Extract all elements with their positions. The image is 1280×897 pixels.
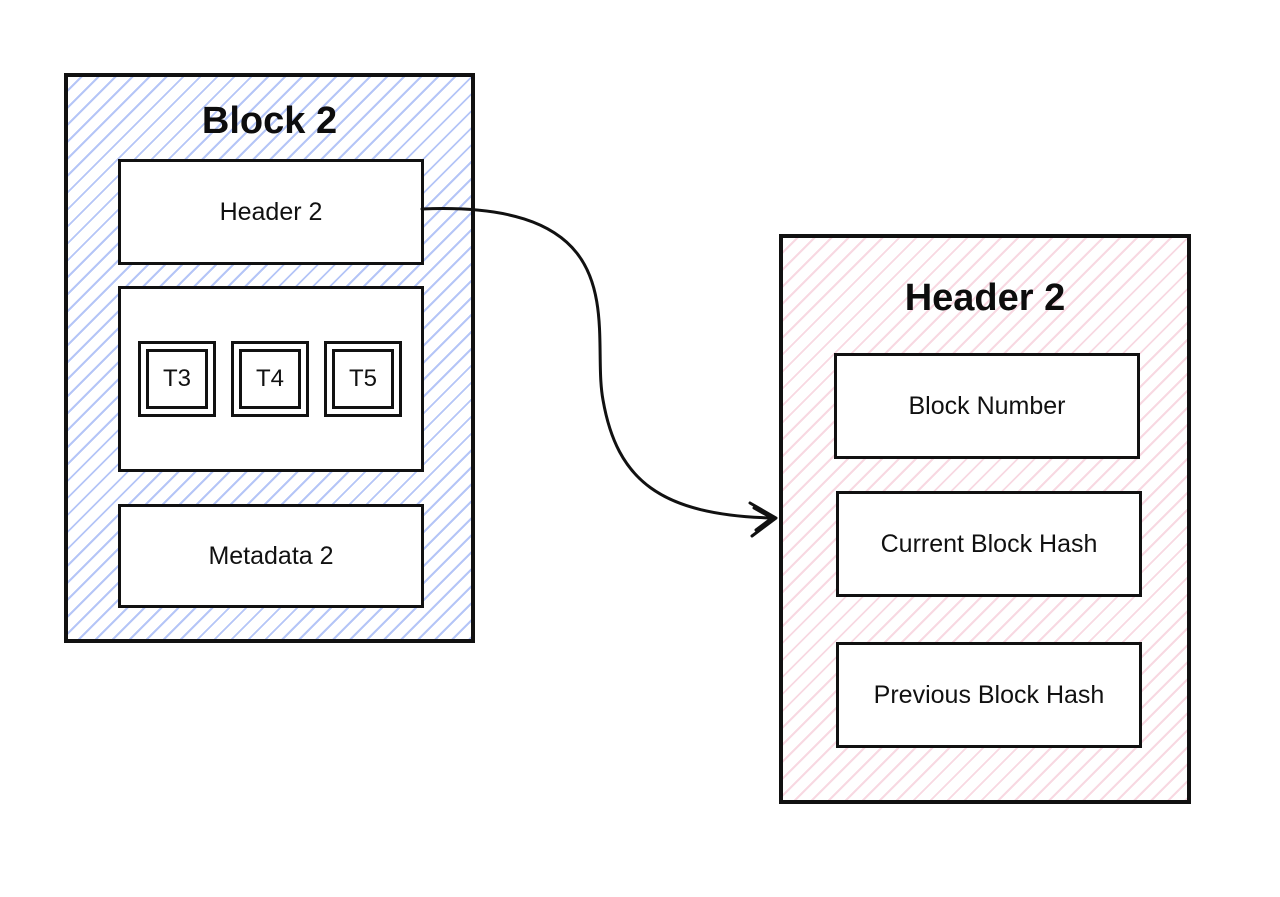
current-block-hash-field: Current Block Hash <box>836 491 1142 597</box>
metadata-box: Metadata 2 <box>118 504 424 608</box>
block-title: Block 2 <box>201 100 338 142</box>
transaction-t3: T3 <box>138 341 216 417</box>
header-box: Header 2 <box>118 159 424 265</box>
header-box-label: Header 2 <box>219 197 323 226</box>
previous-block-hash-label: Previous Block Hash <box>873 680 1105 709</box>
block-container: Block 2 Header 2 T3 T4 T5 Metadata 2 <box>64 73 475 643</box>
transaction-label: T5 <box>332 349 394 409</box>
block-number-field: Block Number <box>834 353 1140 459</box>
transaction-label: T3 <box>146 349 208 409</box>
current-block-hash-label: Current Block Hash <box>880 529 1098 558</box>
arrowhead-icon <box>748 501 778 538</box>
transaction-t4: T4 <box>231 341 309 417</box>
previous-block-hash-field: Previous Block Hash <box>836 642 1142 748</box>
metadata-box-label: Metadata 2 <box>208 541 334 570</box>
transactions-box: T3 T4 T5 <box>118 286 424 472</box>
block-number-label: Block Number <box>908 391 1066 420</box>
transaction-t5: T5 <box>324 341 402 417</box>
header-detail-container: Header 2 Block Number Current Block Hash… <box>779 234 1191 804</box>
transaction-label: T4 <box>239 349 301 409</box>
header-detail-title: Header 2 <box>904 277 1066 319</box>
